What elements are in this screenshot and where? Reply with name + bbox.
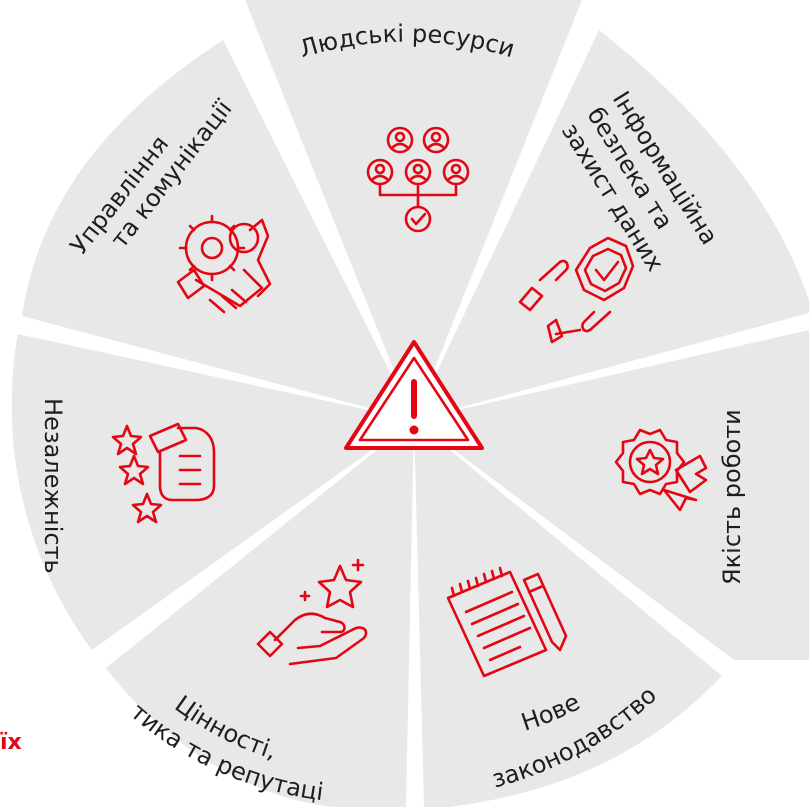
segment-label-quality: Якість роботи xyxy=(718,409,746,585)
segment-values xyxy=(106,420,414,807)
segment-label-independence: Незалежність xyxy=(39,398,67,574)
people-hierarchy-icon xyxy=(366,126,470,233)
segment-management xyxy=(22,40,414,420)
svg-text:Якість роботи: Якість роботи xyxy=(718,409,746,585)
award-rosette-icon xyxy=(614,428,708,512)
thumbs-up-stars-icon xyxy=(111,422,216,524)
gears-handshake-icon xyxy=(176,214,272,314)
segment-infosec xyxy=(414,30,809,420)
segment-legislation xyxy=(414,420,722,807)
segment-quality xyxy=(414,330,809,660)
segment-hr xyxy=(245,0,582,420)
document-pencil-icon xyxy=(446,566,568,678)
corner-text-fragment: їх xyxy=(0,730,22,755)
shield-hands-icon xyxy=(518,236,635,344)
warning-triangle-icon xyxy=(344,340,484,450)
svg-text:Незалежність: Незалежність xyxy=(39,398,67,574)
hand-stars-icon xyxy=(256,558,368,666)
